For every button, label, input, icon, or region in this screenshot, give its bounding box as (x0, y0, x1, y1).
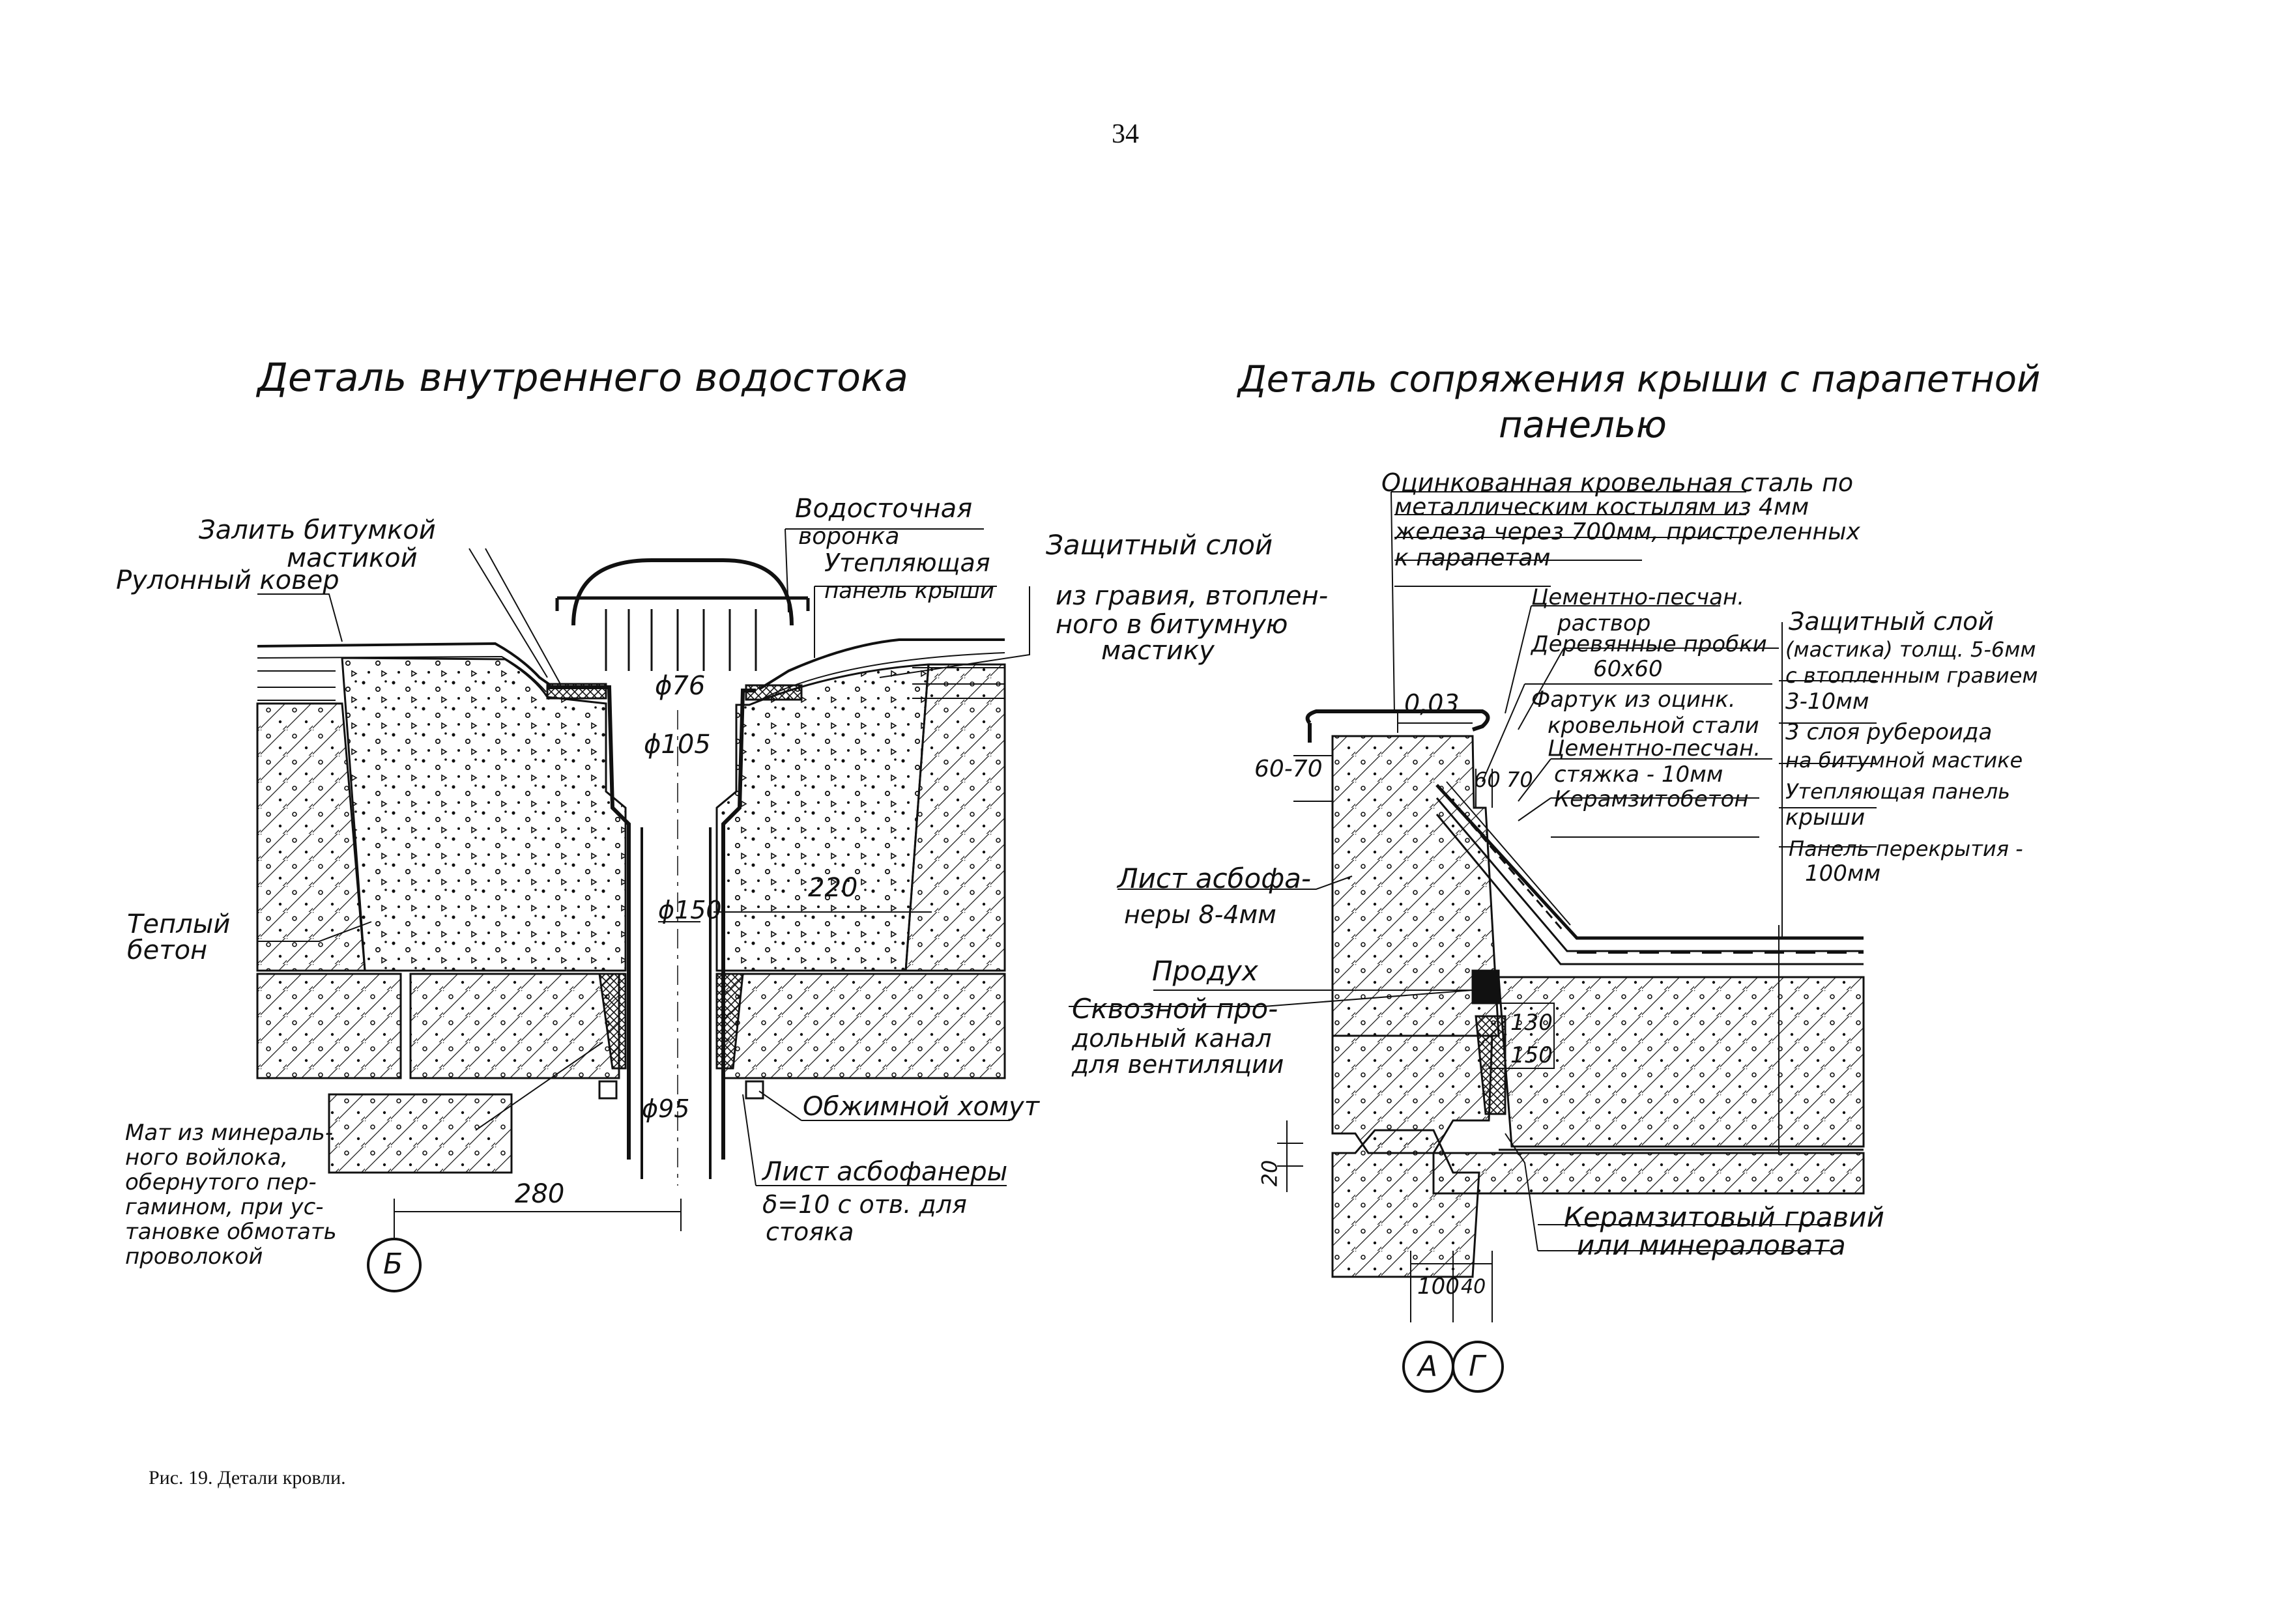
label-asbo-2: неры 8-4мм (1124, 900, 1276, 929)
label-ruberoid-2: на битумной мастике (1785, 748, 2023, 773)
label-panel-1: Утепляющая панель (1785, 779, 2011, 804)
axis-b-label: Б (383, 1247, 403, 1281)
label-gravij-1: Керамзитовый гравий (1564, 1201, 1884, 1233)
label-cem-2: раствор (1557, 610, 1651, 636)
label-probki-1: Деревянные пробки (1531, 631, 1767, 657)
label-zash-2: (мастика) толщ. 5-6мм (1785, 637, 2036, 662)
label-kanal-1: Сквозной про- (1072, 993, 1278, 1025)
label-fartuk-1: Фартук из оцинк. (1531, 687, 1736, 713)
label-teply-1: Теплый (127, 909, 231, 939)
right-detail-drawing (1069, 491, 1877, 1393)
label-zash-1: Защитный слой (1789, 607, 1995, 636)
label-voronka-2: воронка (798, 523, 900, 550)
label-rulon: Рулонный ковер (116, 565, 339, 595)
label-produh: Продух (1152, 955, 1258, 987)
figure-caption: Рис. 19. Детали кровли. (149, 1467, 346, 1489)
label-perekr-2: 100мм (1805, 861, 1881, 887)
roof-surface-left (257, 642, 552, 687)
dim-20: 20 (1257, 1160, 1282, 1187)
dim-d150: ϕ150 (658, 896, 722, 924)
label-list-3: стояка (766, 1218, 854, 1246)
axis-g-label: Г (1469, 1350, 1485, 1383)
label-mat-4: гамином, при ус- (125, 1194, 324, 1220)
label-styazhka-1: Цементно-песчан. (1548, 735, 1761, 762)
label-styazhka-2: стяжка - 10мм (1554, 762, 1723, 788)
left-detail-drawing (256, 528, 1030, 1292)
label-ruberoid-1: 3 слоя рубероида (1785, 719, 1993, 745)
label-zalit-2: мастикой (287, 543, 418, 573)
label-zalit-1: Залить битумкой (199, 515, 436, 545)
coping-flashing (1305, 709, 1490, 743)
label-komut: Обжимной хомут (803, 1092, 1039, 1122)
label-zashchitny-4: мастику (1101, 636, 1215, 666)
label-ocink-2: металлическим костылям из 4мм (1394, 494, 1809, 520)
label-ocink-1: Оцинкованная кровельная сталь по (1381, 468, 1854, 497)
label-teply-2: бетон (127, 935, 208, 965)
label-keramzitobeton: Керамзитобетон (1554, 786, 1749, 812)
dim-70: 70 (1506, 767, 1533, 792)
right-detail-title-2: панелью (1499, 404, 1667, 446)
label-zashchitny-1: Защитный слой (1046, 529, 1273, 561)
axis-b-circle (367, 1238, 422, 1292)
label-ocink-4: к парапетам (1394, 545, 1551, 571)
label-mat-2: ного войлока, (125, 1145, 289, 1171)
dim-150: 150 (1510, 1042, 1553, 1068)
dim-6070: 60-70 (1254, 756, 1323, 782)
dim-d105: ϕ105 (644, 730, 711, 760)
dim-60: 60 (1474, 767, 1501, 792)
dim-w280: 280 (515, 1179, 565, 1209)
label-zashchitny-2: из гравия, втоплен- (1056, 581, 1329, 611)
label-kanal-3: для вентиляции (1072, 1050, 1284, 1079)
label-fartuk-2: кровельной стали (1548, 713, 1759, 739)
label-gravij-2: или минераловата (1577, 1229, 1846, 1261)
label-zash-3: с втопленным гравием (1785, 663, 2038, 688)
label-mat-3: обернутого пер- (125, 1169, 317, 1195)
label-zash-4: 3-10мм (1785, 689, 1869, 715)
label-cem-1: Цементно-песчан. (1531, 584, 1745, 610)
label-kanal-2: дольный канал (1072, 1024, 1272, 1053)
label-mat-5: тановке обмотать (125, 1219, 337, 1245)
label-mat-1: Мат из минераль- (125, 1120, 334, 1146)
label-list-1: Лист асбофанеры (762, 1157, 1008, 1187)
axis-g-circle (1452, 1341, 1504, 1393)
label-voronka-1: Водосточная (795, 494, 973, 524)
label-list-2: δ=10 с отв. для (762, 1190, 967, 1219)
label-uteplyayushchaya-1: Утепляющая (824, 548, 990, 577)
dim-d76: ϕ76 (655, 671, 706, 701)
label-panel-2: крыши (1785, 805, 1866, 831)
dim-003: 0,03 (1404, 689, 1460, 718)
funnel-dome (571, 558, 794, 626)
left-detail-title: Деталь внутреннего водостока (257, 355, 908, 401)
right-detail-title-1: Деталь сопряжения крыши с парапетной (1238, 358, 2041, 401)
label-ocink-3: железа через 700мм, пристреленных (1394, 519, 1860, 545)
label-uteplyayushchaya-2: панель крыши (824, 578, 994, 604)
dim-100: 100 (1417, 1274, 1460, 1300)
page-number: 34 (1112, 119, 1139, 149)
axis-a-label: А (1418, 1350, 1438, 1383)
label-mat-6: проволокой (125, 1244, 263, 1270)
dim-40: 40 (1461, 1275, 1486, 1298)
roof-surface-right (758, 638, 1005, 691)
label-perekr-1: Панель перекрытия - (1789, 836, 2023, 861)
label-asbo-1: Лист асбофа- (1117, 862, 1312, 894)
dim-130: 130 (1510, 1010, 1553, 1036)
dim-d95: ϕ95 (642, 1094, 690, 1123)
dim-w220: 220 (808, 873, 858, 903)
label-zashchitny-3: ного в битумную (1056, 610, 1288, 640)
label-probki-2: 60х60 (1593, 656, 1663, 682)
